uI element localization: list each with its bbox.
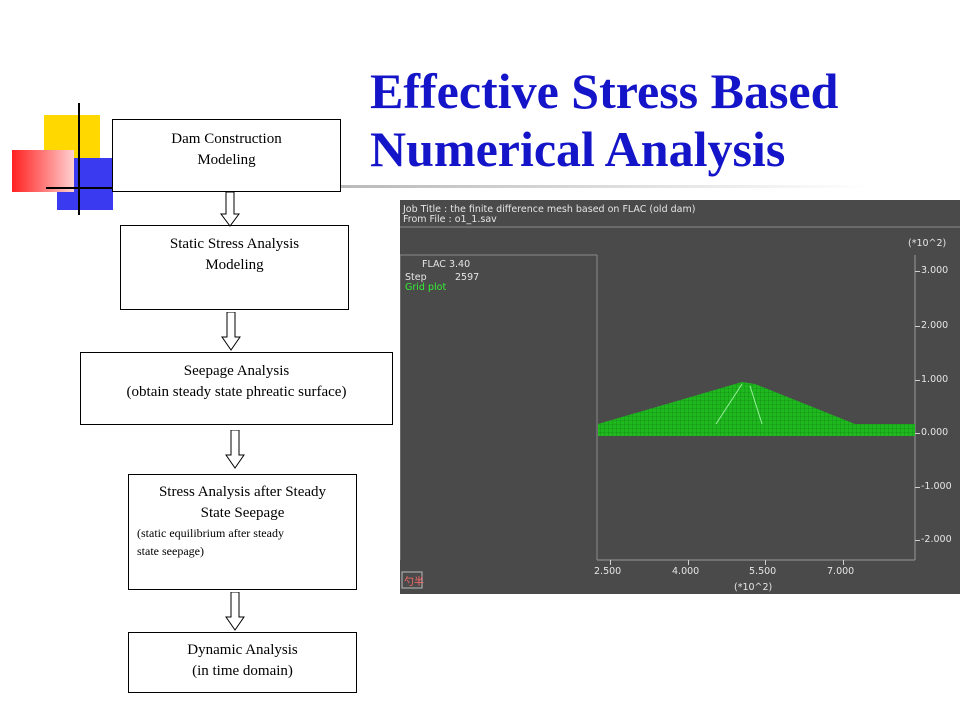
flac-x-tick-mark (688, 560, 689, 565)
flac-x-tick-label: 4.000 (672, 566, 700, 577)
flac-y-tick-mark (915, 487, 920, 488)
flow-arrow-1 (220, 192, 240, 227)
flac-dam-mesh (598, 382, 915, 436)
flac-y-tick-label: 2.000 (921, 320, 949, 331)
flac-job-title: Job Title : the finite difference mesh b… (403, 204, 696, 215)
flac-y-tick-mark (915, 271, 920, 272)
slide-title-line-1: Effective Stress Based (370, 63, 839, 119)
flow-box-4-note-1: (static equilibrium after steady (137, 526, 284, 540)
flac-y-tick-label: 1.000 (921, 374, 949, 385)
flac-x-multiplier: (*10^2) (734, 582, 773, 593)
flac-embankment-mesh (598, 382, 855, 424)
flow-box-3-line-2: (obtain steady state phreatic surface) (126, 384, 347, 400)
decor-horizontal-line (46, 187, 126, 189)
flow-box-seepage: Seepage Analysis (obtain steady state ph… (80, 352, 393, 425)
flac-plot-label: Grid plot (405, 282, 447, 293)
flac-y-tick-mark (915, 433, 920, 434)
flac-y-multiplier: (*10^2) (908, 238, 947, 249)
flac-y-tick-label: -1.000 (921, 481, 952, 492)
flac-foundation-mesh (598, 424, 915, 436)
flow-box-4-line-2: State Seepage (200, 505, 285, 521)
flac-plot-frame (400, 226, 960, 589)
flow-box-5-line-2: (in time domain) (192, 663, 293, 679)
flac-y-tick-mark (915, 326, 920, 327)
decor-vertical-line (78, 103, 80, 215)
flow-box-dynamic: Dynamic Analysis (in time domain) (128, 632, 357, 693)
flow-box-5-line-1: Dynamic Analysis (187, 642, 298, 658)
flac-version: FLAC 3.40 (422, 259, 471, 270)
flow-box-1-line-1: Dam Construction (171, 131, 282, 147)
flow-box-2-line-1: Static Stress Analysis (169, 236, 300, 252)
flow-box-1-line-2: Modeling (197, 152, 256, 168)
flac-from-file: From File : o1_1.sav (403, 214, 497, 225)
flac-x-tick-mark (843, 560, 844, 565)
flac-x-tick-label: 5.500 (749, 566, 777, 577)
flac-y-tick-mark (915, 380, 920, 381)
flac-y-tick-label: 3.000 (921, 265, 949, 276)
flac-x-tick-label: 7.000 (827, 566, 855, 577)
flac-y-tick-label: -2.000 (921, 534, 952, 545)
decor-red-gradient-square (12, 150, 74, 192)
flac-grid-plot-panel: Job Title : the finite difference mesh b… (400, 200, 960, 594)
title-divider (330, 185, 870, 188)
slide-title: Effective Stress Based Numerical Analysi… (370, 62, 930, 178)
flow-box-4-note-2: state seepage) (137, 544, 204, 558)
flow-arrow-2 (221, 312, 241, 351)
flow-arrow-4 (225, 592, 245, 631)
flac-y-tick-label: 0.000 (921, 427, 949, 438)
flac-x-tick-mark (610, 560, 611, 565)
flow-box-stress-after-seepage: Stress Analysis after Steady State Seepa… (128, 474, 357, 590)
flac-step-value: 2597 (455, 272, 480, 283)
flow-arrow-3 (225, 430, 245, 469)
flac-x-tick-label: 2.500 (594, 566, 622, 577)
flac-step-label: Step (405, 272, 427, 283)
flow-box-static-stress: Static Stress Analysis Modeling (120, 225, 349, 310)
flow-box-4-line-1: Stress Analysis after Steady (158, 484, 327, 500)
flac-corner-glyphs: 勺半 (404, 577, 424, 588)
flac-x-tick-mark (765, 560, 766, 565)
flow-box-3-line-1: Seepage Analysis (183, 363, 290, 379)
flac-y-tick-mark (915, 540, 920, 541)
flow-box-2-line-2: Modeling (205, 257, 264, 273)
slide-title-line-2: Numerical Analysis (370, 121, 786, 177)
flow-box-dam-construction: Dam Construction Modeling (112, 119, 341, 192)
